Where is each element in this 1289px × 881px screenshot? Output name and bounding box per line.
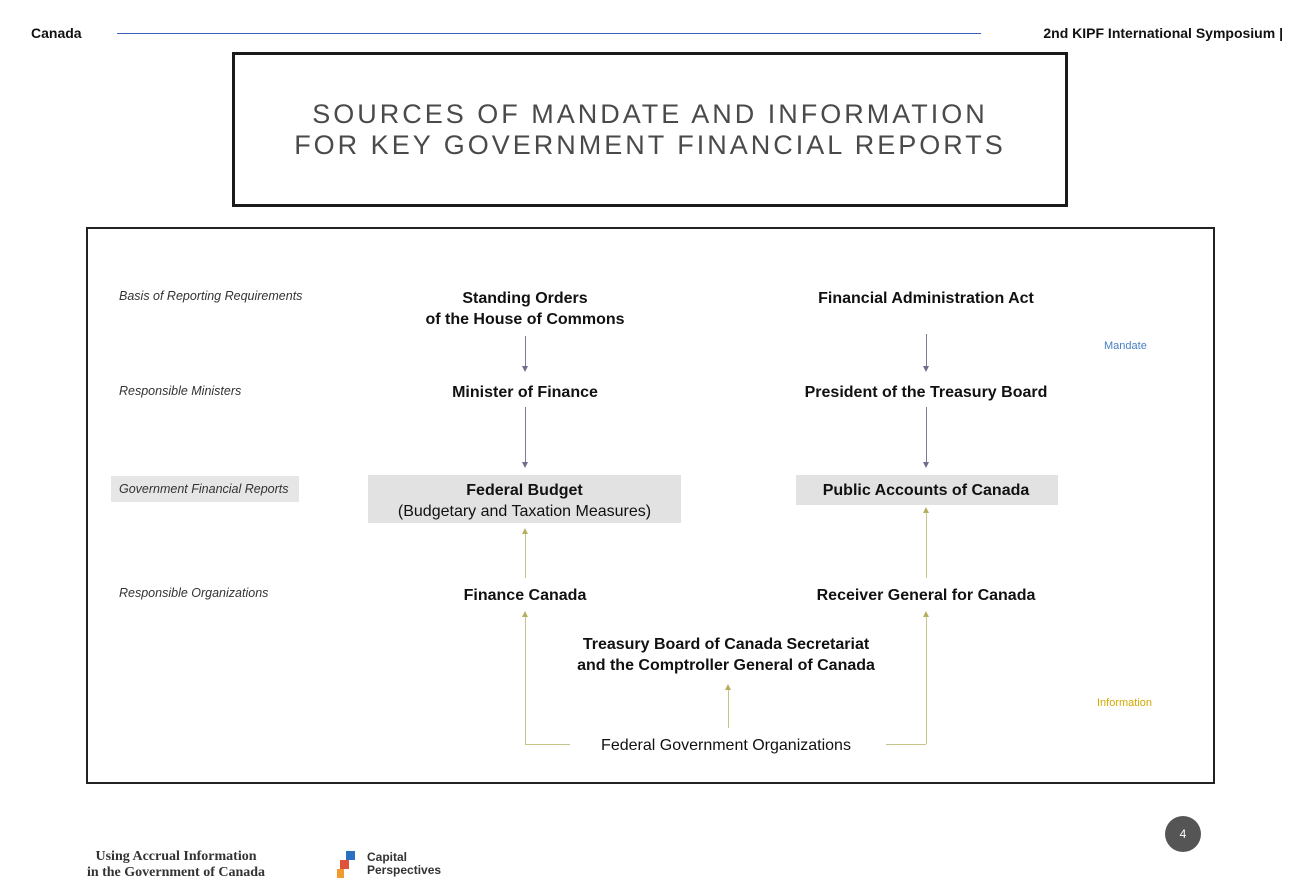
logo-wordmark: Capital Perspectives [367,851,441,877]
connector-orgs-left [525,744,570,745]
legend-information: Information [1097,697,1153,709]
row-label-ministers: Responsible Ministers [119,384,242,398]
connector-orgs-to-receiver [926,617,927,744]
row-label-reports: Government Financial Reports [111,476,299,502]
arrow-up-to-treasury-board [725,684,731,690]
row-label-basis: Basis of Reporting Requirements [119,289,303,303]
federal-budget-box [368,475,681,523]
connector-finance-to-budget [525,534,526,578]
connector-orgs-right [886,744,926,745]
arrow-up-to-receiver-general [923,611,929,617]
logo-line-1: Capital [367,850,408,864]
page-number-badge: 4 [1165,816,1201,852]
node-treasury-board-secretariat: Treasury Board of Canada Secretariat and… [546,634,906,676]
node-standing-orders: Standing Orders of the House of Commons [375,288,675,330]
title-line-2: FOR KEY GOVERNMENT FINANCIAL REPORTS [294,129,1006,160]
node-receiver-general: Receiver General for Canada [816,587,1036,604]
title-line-1: SOURCES OF MANDATE AND INFORMATION [312,98,988,129]
logo-line-2: Perspectives [367,863,442,877]
header-event: 2nd KIPF International Symposium | [1043,25,1283,41]
row-label-organizations: Responsible Organizations [119,586,269,600]
tbs-line-2: and the Comptroller General of Canada [577,657,875,674]
node-minister-finance: Minister of Finance [452,384,598,401]
connector-faa-to-president [926,334,927,366]
standing-orders-line-2: of the House of Commons [425,311,625,328]
public-accounts-box [796,475,1058,505]
arrow-to-federal-budget [522,462,528,468]
node-federal-government-organizations: Federal Government Organizations [601,737,851,754]
connector-receiver-to-accounts [926,513,927,578]
node-public-accounts: Public Accounts of Canada [822,482,1030,499]
node-finance-canada: Finance Canada [463,587,587,604]
header-divider [117,33,981,34]
standing-orders-line-1: Standing Orders [462,290,588,307]
connector-president-to-accounts [926,407,927,463]
arrow-to-president [923,366,929,372]
connector-standing-to-minister [525,336,526,366]
footer-line-2: in the Government of Canada [86,865,266,880]
node-federal-budget: Federal Budget (Budgetary and Taxation M… [368,480,681,522]
header-country: Canada [31,25,82,41]
footer-title: Using Accrual Information in the Governm… [46,849,306,881]
arrow-to-minister-finance [522,366,528,372]
arrow-up-to-finance-canada [522,611,528,617]
legend-mandate: Mandate [1104,340,1147,352]
federal-budget-line-1: Federal Budget [466,482,583,499]
arrow-up-to-accounts [923,507,929,513]
connector-minister-to-budget [525,407,526,463]
arrow-to-public-accounts [923,462,929,468]
slide-title: SOURCES OF MANDATE AND INFORMATION FOR K… [294,99,1006,161]
capital-perspectives-logo-icon [337,851,355,878]
node-president-treasury-board: President of the Treasury Board [804,384,1048,401]
node-financial-admin-act: Financial Administration Act [818,290,1034,307]
title-box: SOURCES OF MANDATE AND INFORMATION FOR K… [232,52,1068,207]
connector-orgs-to-finance [525,617,526,744]
arrow-up-to-budget [522,528,528,534]
tbs-line-1: Treasury Board of Canada Secretariat [582,636,870,653]
connector-orgs-to-treasury-board [728,690,729,728]
federal-budget-line-2: (Budgetary and Taxation Measures) [397,503,652,520]
footer-line-1: Using Accrual Information [95,849,257,864]
